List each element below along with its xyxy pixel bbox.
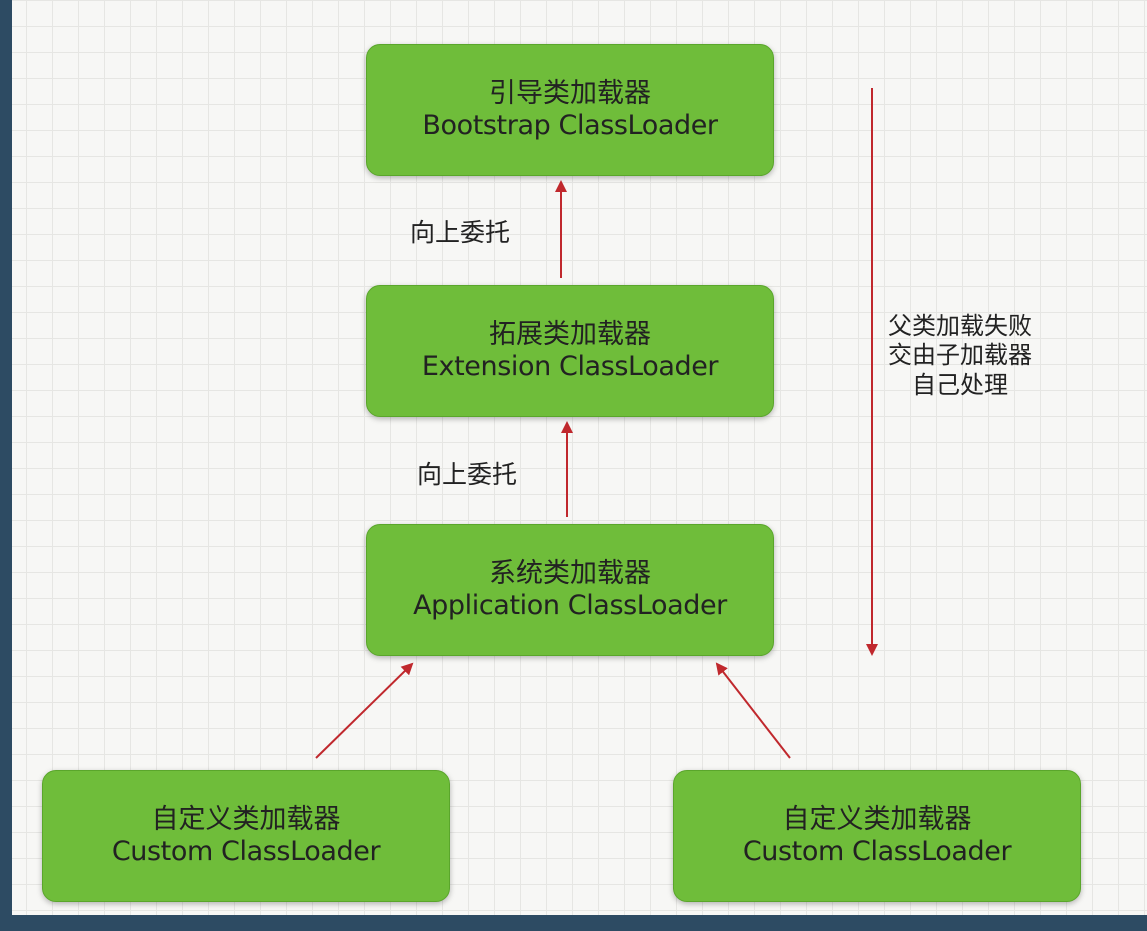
node-application-classloader: 系统类加载器 Application ClassLoader: [366, 524, 774, 656]
fallback-note-line-3: 自己处理: [912, 370, 1008, 399]
fallback-note-line-2: 交由子加载器: [888, 341, 1032, 370]
edge-label-delegate-up-2: 向上委托: [417, 460, 518, 489]
node-custom-left-en: Custom ClassLoader: [111, 836, 381, 867]
node-custom-right-en: Custom ClassLoader: [742, 836, 1012, 867]
edge-label-delegate-up-1: 向上委托: [410, 218, 511, 247]
node-application-zh: 系统类加载器: [489, 558, 651, 590]
node-extension-en: Extension ClassLoader: [421, 351, 719, 382]
left-edge-strip: [0, 0, 12, 931]
node-extension-classloader: 拓展类加载器 Extension ClassLoader: [366, 285, 774, 417]
bottom-edge-strip: [0, 915, 1147, 931]
fallback-note-line-1: 父类加载失败: [888, 312, 1032, 340]
node-custom-classloader-right: 自定义类加载器 Custom ClassLoader: [673, 770, 1081, 902]
node-bootstrap-classloader: 引导类加载器 Bootstrap ClassLoader: [366, 44, 774, 176]
node-application-en: Application ClassLoader: [413, 590, 727, 621]
node-custom-left-zh: 自定义类加载器: [151, 804, 341, 836]
arrow-custom-right-to-application: [715, 662, 791, 759]
node-bootstrap-en: Bootstrap ClassLoader: [422, 110, 718, 141]
node-custom-classloader-left: 自定义类加载器 Custom ClassLoader: [42, 770, 450, 902]
node-custom-right-zh: 自定义类加载器: [782, 804, 972, 836]
fallback-note: 父类加载失败 交由子加载器 自己处理: [870, 312, 1050, 400]
arrow-custom-left-to-application: [315, 662, 414, 759]
node-bootstrap-zh: 引导类加载器: [489, 78, 651, 110]
node-extension-zh: 拓展类加载器: [489, 319, 651, 351]
